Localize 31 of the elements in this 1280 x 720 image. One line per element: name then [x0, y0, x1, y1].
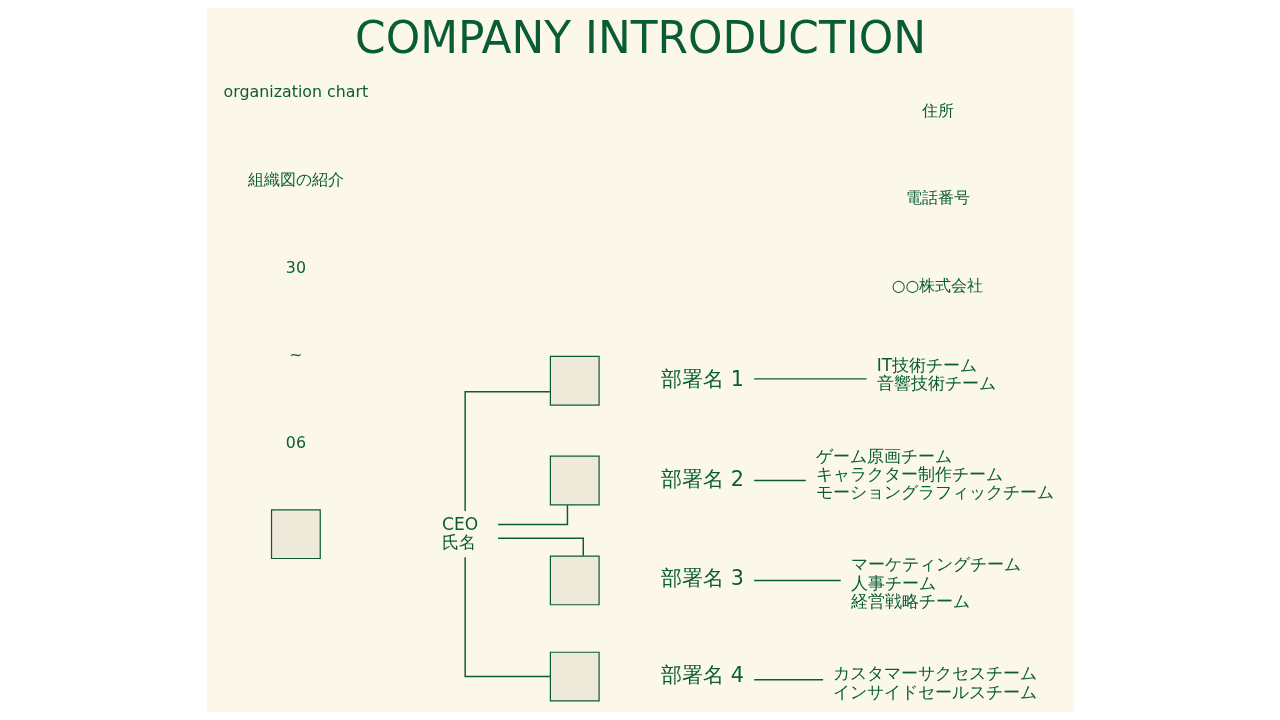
label: 30: [285, 257, 306, 277]
connector: [496, 537, 584, 557]
node-box: [549, 651, 600, 702]
node-text: IT技術チーム 音響技術チーム: [876, 355, 996, 394]
node-text: ゲーム原画チーム キャラクター制作チーム モーショングラフィックチーム: [815, 445, 1054, 503]
node-box: [270, 509, 321, 560]
node-text: 部署名 2: [660, 466, 744, 491]
label: 06: [285, 433, 306, 453]
connector: [752, 678, 824, 681]
label: 組織図の紹介: [247, 170, 344, 190]
node-text: CEO 氏名: [441, 513, 478, 552]
label: organization chart: [223, 82, 368, 102]
node-box: [549, 555, 600, 606]
connector: [752, 378, 867, 380]
node-text: 部署名 4: [660, 662, 744, 687]
connector: [463, 556, 551, 678]
label: 電話番号: [905, 188, 970, 208]
connector: [463, 390, 551, 512]
node-text: カスタマーサクセスチーム インサイドセールスチーム: [832, 663, 1037, 702]
node-text: 部署名 3: [660, 566, 744, 591]
label: ○○株式会社: [891, 276, 983, 296]
node-box: [549, 455, 600, 506]
label: ~: [288, 345, 303, 365]
diagram-title: COMPANY INTRODUCTION: [354, 11, 926, 63]
node-text: 部署名 1: [660, 366, 744, 391]
node-box: [549, 355, 600, 406]
connector: [496, 504, 568, 526]
connector: [752, 479, 807, 482]
node-text: マーケティングチーム 人事チーム 経営戦略チーム: [850, 554, 1021, 611]
connector: [752, 579, 841, 582]
label: 住所: [921, 100, 954, 120]
